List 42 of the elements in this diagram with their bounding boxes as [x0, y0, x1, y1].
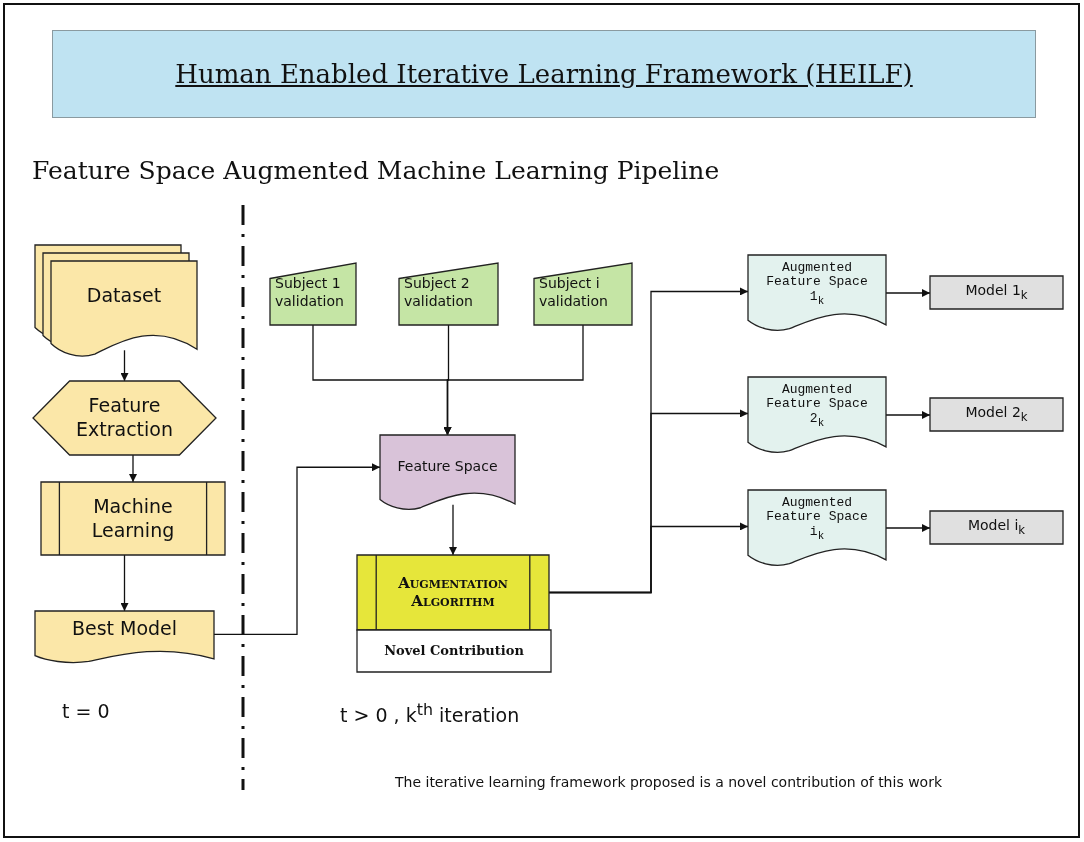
predefined-process-box — [41, 482, 225, 555]
document-shape — [748, 377, 886, 453]
node-label: Novel Contribution — [384, 642, 524, 660]
predefined-process-box — [357, 555, 549, 630]
node-label: Feature Space — [397, 458, 498, 476]
arrow — [120, 349, 129, 382]
node-label: Best Model — [71, 617, 178, 641]
document-shape — [748, 255, 886, 331]
node-label: Model 2$_{k}$ — [965, 404, 1028, 425]
document-shape — [380, 435, 515, 510]
hexagon-shape — [33, 381, 216, 455]
node-label: Feature Extraction — [75, 394, 174, 442]
arrow — [129, 454, 137, 483]
node-label: Subject i validation — [539, 275, 609, 310]
document-shape — [748, 490, 886, 566]
stacked-document-shape — [35, 245, 197, 357]
node-label: Subject 2 validation — [404, 275, 474, 310]
arrow — [449, 504, 457, 556]
document-shape — [35, 611, 214, 663]
process-box — [930, 398, 1063, 431]
process-box — [930, 511, 1063, 544]
node-label: Model i$_{k}$ — [967, 517, 1026, 538]
node-label: Augmentation Algorithm — [397, 575, 509, 610]
node-label: Model 1$_{k}$ — [965, 282, 1028, 303]
node-label: Subject 1 validation — [275, 275, 345, 310]
time-label: t = 0 — [62, 700, 110, 722]
arrow — [120, 554, 129, 612]
node-label: Dataset — [86, 284, 162, 308]
time-label: t > 0 , k$^{th}$ iteration — [340, 700, 520, 727]
node-label: Machine Learning — [90, 494, 176, 543]
manual-input-shape — [399, 263, 498, 325]
process-box — [930, 276, 1063, 309]
manual-input-shape — [534, 263, 632, 325]
title: Human Enabled Iterative Learning Framework (HEILF) — [175, 59, 913, 89]
footnote: The iterative learning framework proposed is a novel contribution of this work — [395, 774, 942, 790]
note-box — [357, 630, 551, 672]
node-label: Augmented Feature Space 1$_{k}$ — [765, 260, 869, 308]
subtitle: Feature Space Augmented Machine Learning Pipeline — [32, 156, 720, 185]
node-label: Augmented Feature Space i$_{k}$ — [765, 495, 869, 543]
arrow — [443, 324, 584, 436]
manual-input-shape — [270, 263, 356, 325]
node-label: Augmented Feature Space 2$_{k}$ — [765, 382, 869, 430]
